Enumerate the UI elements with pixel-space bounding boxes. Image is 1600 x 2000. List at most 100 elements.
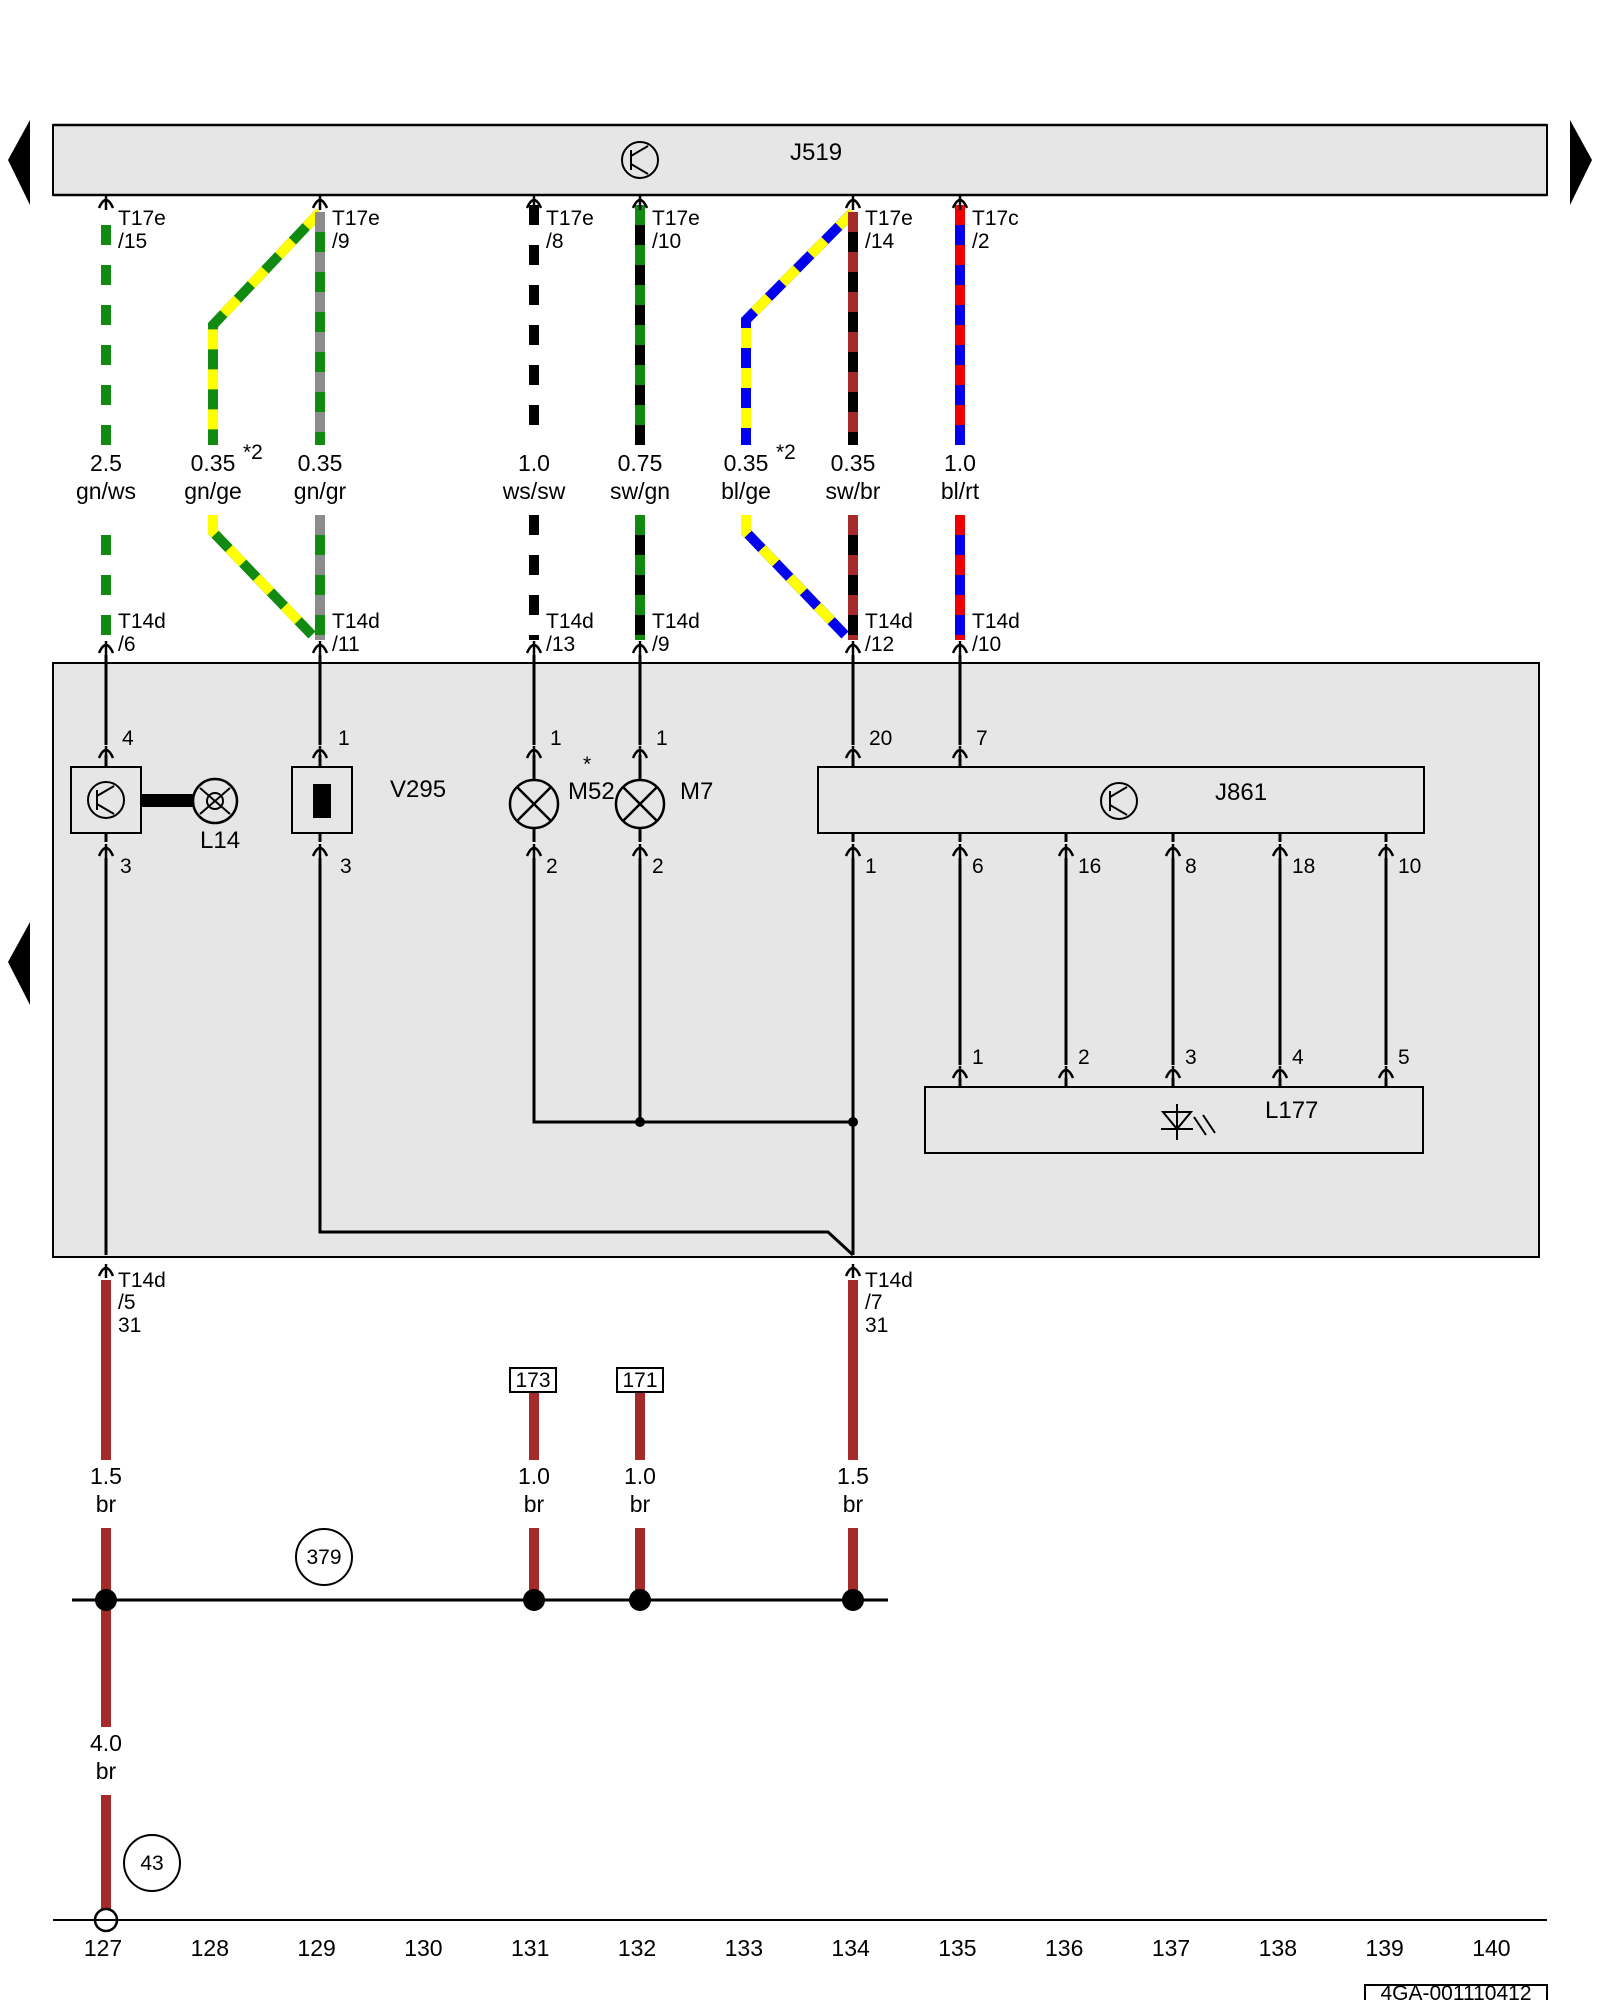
mid-connector-pin-3: /13 [546,633,575,656]
l177-in-pin-3: 3 [1185,1046,1197,1069]
j861-out-pin-5: 18 [1292,855,1315,878]
module-j861-box [817,766,1425,834]
page-forward-arrow-icon[interactable] [1570,120,1592,205]
j861-out-terminal-6 [1377,844,1395,858]
l14-top-pin: 4 [122,727,134,750]
grid-number-131: 131 [511,1935,549,1961]
svg-text:171: 171 [622,1369,657,1392]
top-wire-size-7: 0.35 [831,450,876,476]
l177-in-terminal-3 [1164,1066,1182,1080]
top-wire-color-4: ws/sw [502,478,566,504]
mid-connector-pin-5: /12 [865,633,894,656]
svg-text:4GA-001110412: 4GA-001110412 [1380,1982,1531,2000]
mid-connector-pin-1: /6 [118,633,136,656]
top-connector-pin-1: /15 [118,230,147,253]
ground-point-379: 379 [295,1528,353,1586]
lamp-unit-l177-box [924,1086,1424,1154]
j519-terminal-6 [951,196,969,210]
bottom-connector-terminal-1: 31 [118,1314,141,1337]
bottom-connector-pin-2: /7 [865,1291,883,1314]
j861-junction-dot [848,1117,858,1127]
bottom-wire-color-3: br [630,1491,651,1517]
top-wire-6-stripe [741,208,857,445]
grid-number-138: 138 [1259,1935,1297,1961]
v295-top-pin: 1 [338,727,350,750]
ground-bus-dot-1 [95,1589,117,1611]
ground-bus-dot-4 [842,1589,864,1611]
module-j861-label: J861 [1215,779,1267,806]
mid-connector-6: T14d [972,610,1020,633]
j519-terminal-5 [844,196,862,210]
indicator-l14-label: L14 [200,827,240,854]
bulb-m7-icon [614,778,666,830]
ref-box-173[interactable]: 173 [509,1367,557,1393]
j861-out-pin-1: 1 [865,855,877,878]
top-wire-size-4: 1.0 [518,450,550,476]
j861-out-pin-2: 6 [972,855,984,878]
mid-connector-1: T14d [118,610,166,633]
j519-terminal-1 [97,196,115,210]
j861-out-pin-6: 10 [1398,855,1421,878]
top-wire-size-3: 0.35 [298,450,343,476]
l177-in-terminal-2 [1057,1066,1075,1080]
grid-number-127: 127 [84,1935,122,1961]
v295-bot-terminal [311,844,329,858]
top-wire-2 [208,208,324,445]
bottom-terminal-2 [844,1264,862,1278]
l177-in-pin-5: 5 [1398,1046,1410,1069]
bottom-wire-size-4: 1.5 [837,1463,869,1489]
j861-b-terminal [951,746,969,760]
bulb-return-bus [532,858,853,1124]
mid-terminal-4 [631,641,649,655]
m7-bot-terminal [631,844,649,858]
ref-box-171[interactable]: 171 [616,1367,664,1393]
led-diode-icon [1160,1104,1216,1140]
page-back-arrow-icon[interactable] [8,120,30,205]
mid-connector-pin-2: /11 [332,633,360,656]
v295-top-terminal [311,746,329,760]
top-wire-color-3: gn/gr [294,478,347,504]
l177-in-terminal-1 [951,1066,969,1080]
grid-number-128: 128 [191,1935,229,1961]
mid-connector-5: T14d [865,610,913,633]
inner-panel [52,662,1540,1258]
ground-bus-dot-3 [629,1589,651,1611]
top-wire-color-6: bl/ge [721,478,771,504]
mid-connector-pin-4: /9 [652,633,670,656]
v295-bot-pin: 3 [340,855,352,878]
mid-connector-2: T14d [332,610,380,633]
l177-in-terminal-5 [1377,1066,1395,1080]
m7-bot-pin: 2 [652,855,664,878]
bulb-m52-icon [508,778,560,830]
grid-number-135: 135 [938,1935,976,1961]
m52-bot-pin: 2 [546,855,558,878]
top-connector-pin-8: /2 [972,230,990,253]
grid-number-136: 136 [1045,1935,1083,1961]
grid-number-130: 130 [404,1935,442,1961]
l14-bot-pin: 3 [120,855,132,878]
j861-out-terminal-2 [951,844,969,858]
top-connector-3: T17e [332,207,380,230]
top-wire-note-2: *2 [243,441,263,464]
bottom-connector-1: T14d [118,1269,166,1292]
m52-top-terminal [525,746,543,760]
l177-in-pin-1: 1 [972,1046,984,1069]
v295-return [318,858,855,1257]
mid-terminal-6 [951,641,969,655]
top-wire-color-5: sw/gn [610,478,670,504]
bottom-wire-size-5: 4.0 [90,1730,122,1756]
bottom-terminal-1 [97,1264,115,1278]
top-wire-color-7: sw/br [826,478,881,504]
mid-wire-2-stripe [208,515,316,639]
grid-number-137: 137 [1152,1935,1190,1961]
mid-wire-6-stripe [741,515,849,639]
page-side-arrow-icon[interactable] [8,922,30,1005]
switch-transistor-icon [87,781,125,819]
m7-top-terminal [631,746,649,760]
bottom-wire-size-2: 1.0 [518,1463,550,1489]
l177-in-pin-2: 2 [1078,1046,1090,1069]
top-wire-size-1: 2.5 [90,450,122,476]
top-connector-1: T17e [118,207,166,230]
l177-in-terminal-4 [1271,1066,1289,1080]
